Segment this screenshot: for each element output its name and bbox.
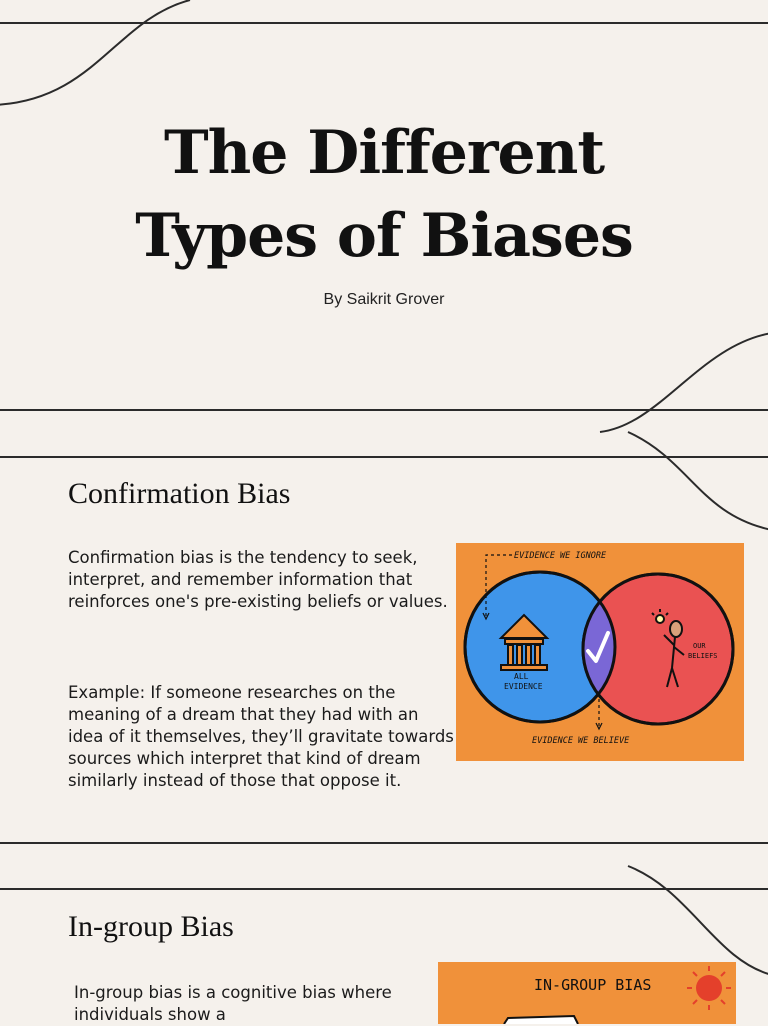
- figure-background: [438, 962, 736, 1024]
- person-with-idea-icon: [651, 609, 685, 688]
- divider-line: [0, 456, 768, 458]
- checkmark-icon: [586, 631, 610, 663]
- page-title: The Different Types of Biases: [0, 112, 768, 278]
- our-beliefs-label-line-2: BELIEFS: [688, 652, 718, 660]
- evidence-we-believe-label: EVIDENCE WE BELIEVE: [532, 736, 630, 746]
- author-byline: By Saikrit Grover: [323, 291, 445, 308]
- decorative-curve-right-middle: [627, 431, 768, 531]
- in-group-bias-figure: IN-GROUP BIAS: [438, 962, 736, 1024]
- section-paragraph-definition: In-group bias is a cognitive bias where …: [74, 983, 392, 1024]
- decorative-curve-right-lower: [627, 865, 768, 975]
- decorative-curve-top-left: [0, 0, 191, 106]
- divider-line: [0, 888, 768, 890]
- all-evidence-label-line-2: EVIDENCE: [504, 682, 543, 691]
- all-evidence-label-line-1: ALL: [514, 672, 529, 681]
- confirmation-bias-venn-figure: ALL EVIDENCE OUR BELIEFS EVIDENCE WE IGN…: [456, 543, 744, 761]
- divider-line: [0, 22, 768, 24]
- drawing-partial-shape: [503, 1014, 579, 1024]
- section-heading-in-group-bias: In-group Bias: [68, 910, 234, 943]
- section-heading-confirmation-bias: Confirmation Bias: [68, 477, 291, 510]
- institution-building-icon: [498, 613, 550, 671]
- page-title-line-2: Types of Biases: [135, 201, 634, 271]
- divider-line: [0, 842, 768, 844]
- divider-line: [0, 409, 768, 411]
- evidence-we-ignore-label: EVIDENCE WE IGNORE: [514, 551, 607, 561]
- in-group-bias-figure-title: IN-GROUP BIAS: [534, 976, 651, 994]
- section-paragraph-definition: Confirmation bias is the tendency to see…: [68, 548, 448, 611]
- our-beliefs-label-line-1: OUR: [693, 642, 706, 650]
- decorative-curve-right-upper: [599, 332, 768, 433]
- section-paragraph-example: Example: If someone researches on the me…: [68, 683, 454, 790]
- sun-icon: [687, 966, 731, 1010]
- page-title-line-1: The Different: [163, 118, 605, 188]
